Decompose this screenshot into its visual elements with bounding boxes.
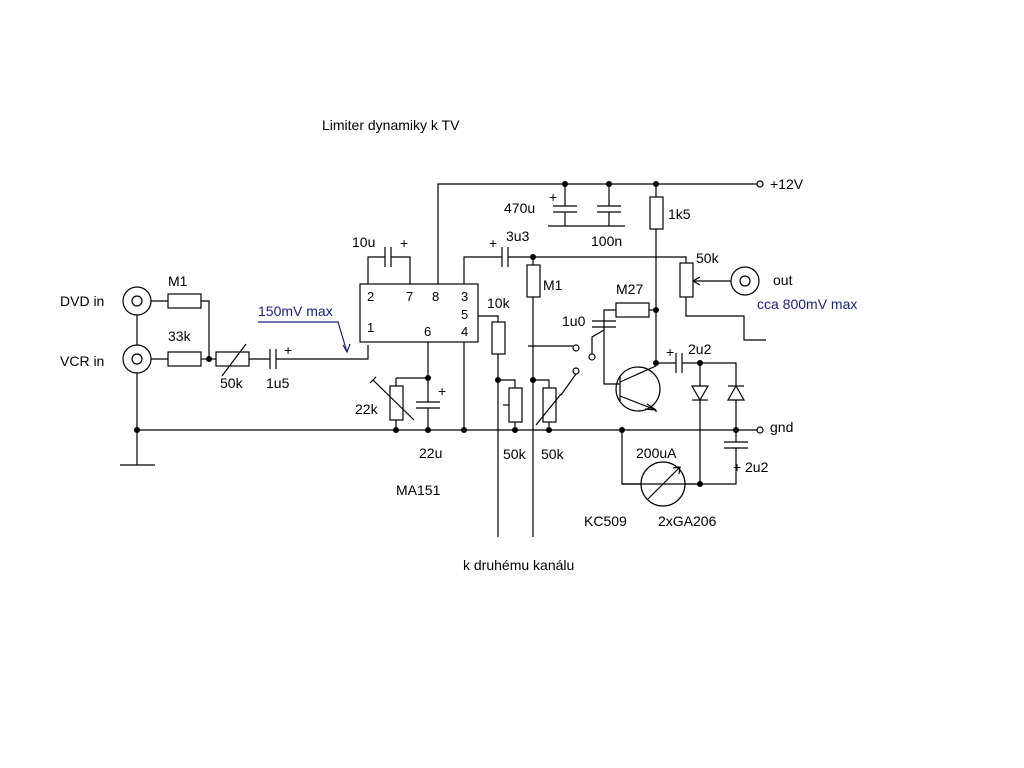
resistor-10k-label: 10k — [487, 295, 511, 311]
output-jack — [730, 266, 760, 296]
to-other-channel-label: k druhému kanálu — [463, 557, 574, 573]
resistor-10k — [491, 321, 506, 355]
resistor-1k5-label: 1k5 — [668, 206, 691, 222]
supply-label: +12V — [770, 176, 804, 192]
transistor-kc509 — [615, 365, 661, 412]
supply-terminal — [756, 180, 764, 188]
cap-2u2-a-plus: + — [666, 344, 674, 360]
resistor-m27-label: M27 — [616, 281, 643, 297]
ic-pin-5: 5 — [461, 307, 468, 322]
switch-terminal-common — [572, 344, 580, 352]
cap-3u3-plus: + — [489, 235, 497, 251]
output-pot-50k — [679, 262, 694, 298]
diode-2 — [726, 384, 746, 430]
resistor-m1 — [526, 264, 541, 298]
output-pot-label: 50k — [696, 250, 720, 266]
resistor-m1-input-label: M1 — [168, 273, 188, 289]
ic-ma151 — [359, 283, 479, 343]
pot-50k-a-label: 50k — [503, 446, 527, 462]
ic-pin-6: 6 — [424, 324, 431, 339]
ic-pin-1: 1 — [367, 320, 374, 335]
cap-22u-label: 22u — [419, 445, 442, 461]
resistor-m1-input — [167, 293, 202, 309]
cap-470u-plus: + — [549, 189, 557, 205]
trimmer-50k-input — [215, 351, 250, 367]
transistor-label: KC509 — [584, 513, 627, 529]
trimmer-22k-label: 22k — [355, 401, 379, 417]
pot-50k-b — [542, 387, 557, 423]
gnd-terminal — [756, 426, 764, 434]
meter-label: 200uA — [636, 445, 677, 461]
cap-1u5-label: 1u5 — [266, 375, 290, 391]
dvd-in-label: DVD in — [60, 293, 104, 309]
cap-1u0-label: 1u0 — [562, 313, 586, 329]
switch-terminal-a — [588, 353, 596, 361]
ic-pin-8: 8 — [432, 289, 439, 304]
output-level-label: cca 800mV max — [757, 296, 857, 312]
cap-1u5-plus: + — [284, 342, 292, 358]
cap-2u2-b-plus: + — [733, 459, 741, 475]
cap-2u2-b-label: 2u2 — [745, 459, 769, 475]
pot-50k-b-label: 50k — [541, 446, 565, 462]
resistor-m1-label: M1 — [543, 277, 563, 293]
cap-3u3-label: 3u3 — [506, 228, 530, 244]
cap-2u2-a-label: 2u2 — [688, 341, 712, 357]
resistor-33k-label: 33k — [168, 328, 192, 344]
schematic-title: Limiter dynamiky k TV — [322, 117, 460, 133]
trimmer-50k-input-label: 50k — [220, 375, 244, 391]
gnd-label: gnd — [770, 419, 793, 435]
ic-pin-4: 4 — [461, 324, 468, 339]
ic-name-label: MA151 — [396, 482, 441, 498]
cap-470u-label: 470u — [504, 200, 535, 216]
vcr-input-jack — [122, 344, 152, 374]
switch-terminal-b — [572, 367, 580, 375]
cap-100n-label: 100n — [591, 233, 622, 249]
cap-10u-plus: + — [400, 235, 408, 251]
vcr-in-label: VCR in — [60, 353, 104, 369]
cap-22u-plus: + — [438, 383, 446, 399]
ic-pin-2: 2 — [367, 289, 374, 304]
diode-1 — [690, 363, 710, 484]
resistor-1k5 — [649, 196, 664, 230]
cap-10u-label: 10u — [352, 234, 375, 250]
diodes-label: 2xGA206 — [658, 513, 717, 529]
ic-pin-3: 3 — [461, 289, 468, 304]
dvd-input-jack — [122, 286, 152, 316]
ic-pin-7: 7 — [406, 289, 413, 304]
resistor-m27 — [615, 302, 650, 318]
pot-50k-a — [508, 387, 523, 423]
input-level-label: 150mV max — [258, 303, 333, 319]
resistor-33k — [167, 351, 202, 367]
out-label: out — [773, 272, 793, 288]
